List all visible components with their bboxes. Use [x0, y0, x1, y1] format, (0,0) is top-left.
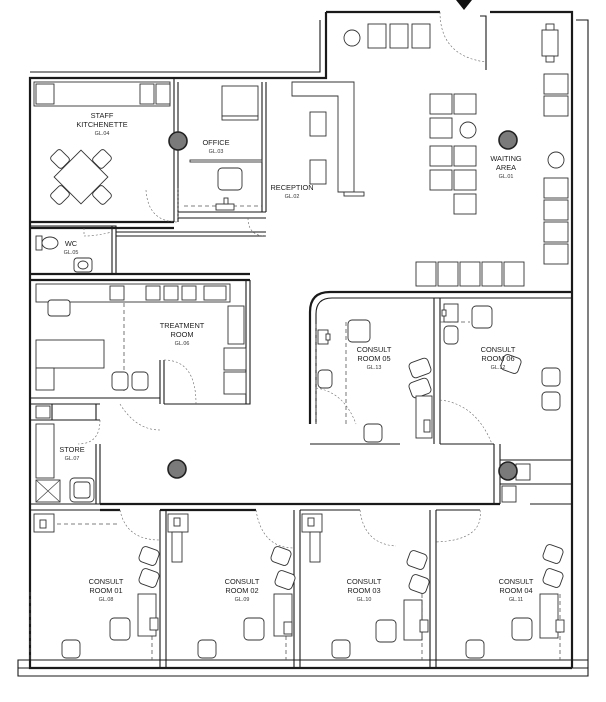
room-label-staff-kitchenette: STAFF KITCHENETTE GL.04: [76, 111, 127, 137]
room-label-reception: RECEPTION GL.02: [270, 183, 313, 200]
room-name: KITCHENETTE: [76, 120, 127, 129]
room-label-treatment-room: TREATMENT ROOM GL.06: [160, 321, 205, 347]
room-label-consult-04: CONSULT ROOM 04 GL.11: [499, 577, 534, 603]
room-code: GL.02: [285, 194, 300, 200]
room-code: GL.04: [95, 131, 110, 137]
room-label-consult-03: CONSULT ROOM 03 GL.10: [347, 577, 382, 603]
room-code: GL.13: [367, 365, 382, 371]
room-name: ROOM 01: [89, 586, 122, 595]
room-code: GL.06: [175, 341, 190, 347]
room-label-consult-05: CONSULT ROOM 05 GL.13: [357, 345, 392, 371]
room-code: GL.11: [509, 597, 523, 603]
marker-corridor: [167, 459, 187, 479]
room-code: GL.12: [491, 365, 506, 371]
consult-03-furniture: [301, 513, 430, 659]
room-code: GL.08: [99, 597, 114, 603]
room-label-consult-01: CONSULT ROOM 01 GL.08: [89, 577, 124, 603]
room-label-consult-06: CONSULT ROOM 06 GL.12: [481, 345, 516, 371]
marker-consult-corridor: [498, 461, 518, 481]
room-name: STORE: [59, 445, 84, 454]
outer-walls: [17, 10, 589, 677]
room-name: ROOM: [171, 330, 194, 339]
room-name: ROOM 02: [225, 586, 258, 595]
room-name: CONSULT: [357, 345, 392, 354]
room-label-consult-02: CONSULT ROOM 02 GL.09: [225, 577, 260, 603]
kitchenette-furniture: [33, 81, 171, 205]
room-name: OFFICE: [202, 138, 229, 147]
room-code: GL.09: [235, 597, 250, 603]
room-code: GL.07: [65, 456, 80, 462]
room-name: CONSULT: [499, 577, 534, 586]
marker-office: [168, 131, 188, 151]
room-code: GL.03: [209, 149, 224, 155]
consult-02-furniture: [167, 513, 296, 659]
entry-arrow-icon: [456, 0, 472, 10]
room-label-store: STORE GL.07: [59, 445, 84, 462]
room-name: CONSULT: [347, 577, 382, 586]
room-name: CONSULT: [89, 577, 124, 586]
room-code: GL.05: [64, 250, 79, 256]
consult-04-furniture: [465, 544, 565, 659]
room-name: STAFF: [91, 111, 114, 120]
room-name: ROOM 05: [357, 354, 390, 363]
room-name: CONSULT: [481, 345, 516, 354]
room-code: GL.01: [499, 174, 514, 180]
wc-fixtures: [35, 235, 93, 273]
location-markers: [167, 130, 518, 481]
room-name: AREA: [496, 163, 516, 172]
door-swings: [77, 11, 493, 549]
waiting-area-furniture: [343, 23, 569, 287]
room-label-office: OFFICE GL.03: [202, 138, 229, 155]
treatment-furniture: [35, 283, 247, 395]
room-label-wc: WC GL.05: [64, 239, 79, 256]
marker-waiting-area: [498, 130, 518, 150]
room-name: WAITING: [490, 154, 522, 163]
room-label-waiting-area: WAITING AREA GL.01: [490, 154, 522, 180]
room-name: CONSULT: [225, 577, 260, 586]
room-name: RECEPTION: [270, 183, 313, 192]
office-furniture: [189, 85, 263, 211]
room-name: WC: [65, 239, 78, 248]
store-furniture: [35, 405, 95, 503]
room-name: ROOM 06: [481, 354, 514, 363]
reception-furniture: [291, 81, 365, 197]
consult-upper-furniture: [317, 303, 561, 503]
room-code: GL.10: [357, 597, 372, 603]
room-name: TREATMENT: [160, 321, 205, 330]
room-name: ROOM 04: [499, 586, 532, 595]
room-name: ROOM 03: [347, 586, 380, 595]
consult-01-furniture: [33, 513, 160, 659]
